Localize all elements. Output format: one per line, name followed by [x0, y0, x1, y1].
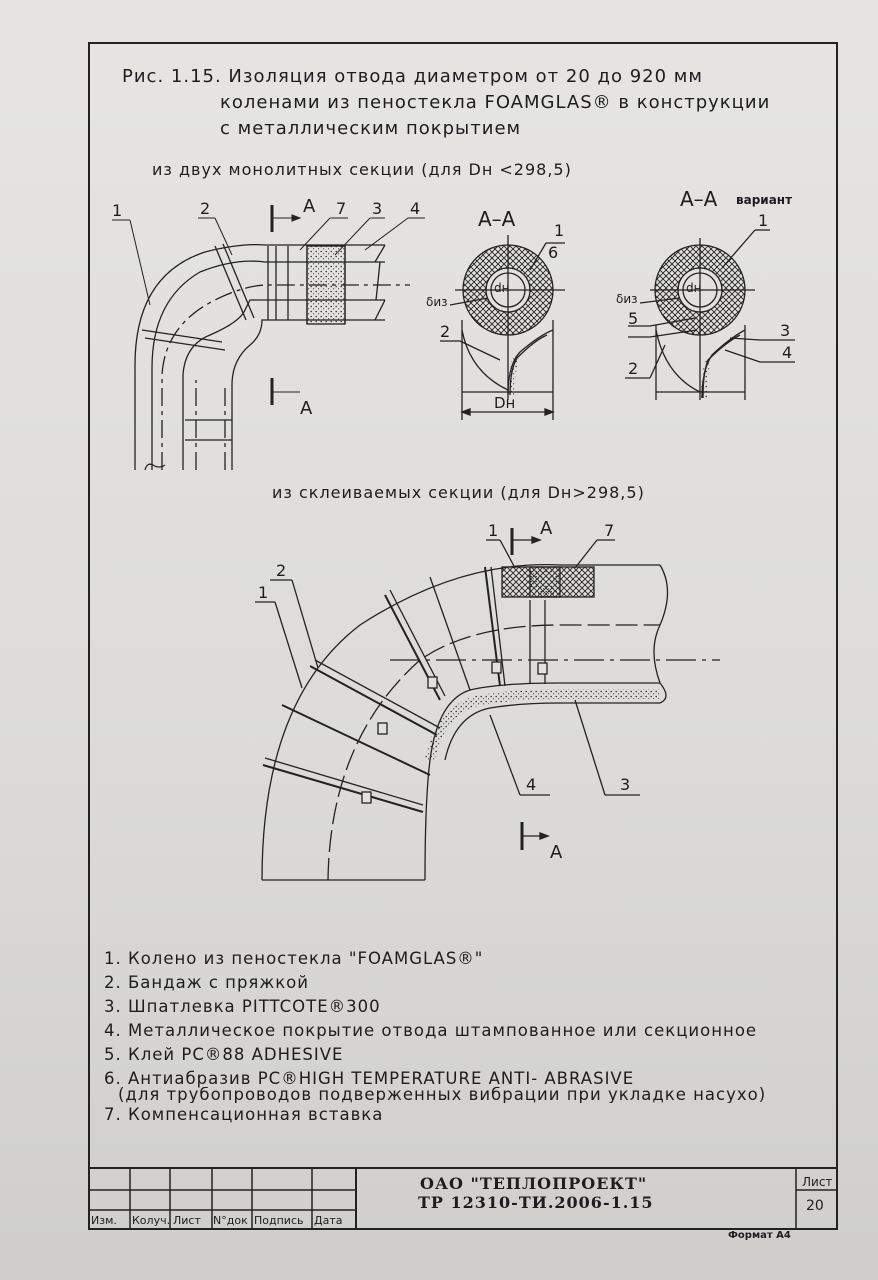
format-label: Формат А4	[728, 1230, 791, 1241]
callout-1: 1	[554, 221, 564, 240]
section-heading-glued: из склеиваемых секции (для Dн>298,5)	[272, 483, 645, 502]
section-aa-variant-label: A–A	[680, 187, 718, 211]
legend-item-6-note: (для трубопроводов подверженных вибрации…	[118, 1087, 767, 1103]
legend-item-6: 6. Антиабразив PC®HIGH TEMPERATURE ANTI-…	[104, 1069, 635, 1088]
callout-6: 6	[548, 243, 558, 262]
legend-item-3: 3. Шпатлевка PITTCOTE®300	[104, 997, 381, 1016]
section-heading-monolith: из двух монолитных секции (для Dн <298,5…	[152, 160, 572, 179]
callout-5: 5	[628, 309, 638, 328]
figure-caption: Рис. 1.15. Изоляция отвода диаметром от …	[122, 64, 770, 142]
legend-list: 1. Колено из пеностекла "FOAMGLAS®" 2. Б…	[104, 947, 839, 1127]
callout-4: 4	[782, 343, 792, 362]
cut-label-a: A	[303, 196, 316, 217]
col-data: Дата	[314, 1214, 343, 1227]
organization-name: ОАО "ТЕПЛОПРОЕКТ"	[420, 1174, 648, 1193]
legend-item-5: 5. Клей PC®88 ADHESIVE	[104, 1045, 344, 1064]
diz-label: δиз	[426, 295, 448, 309]
glued-elbow	[255, 528, 720, 881]
col-koluch: Колуч.	[132, 1214, 171, 1227]
section-aa-label: A–A	[478, 207, 516, 231]
callout-1: 1	[112, 201, 122, 220]
col-ndok: N°док	[213, 1214, 248, 1227]
monolith-elbow	[134, 243, 410, 471]
cut-label-a: A	[550, 842, 563, 863]
caption-line-1: Рис. 1.15. Изоляция отвода диаметром от …	[122, 66, 703, 87]
title-block-grid	[88, 1167, 838, 1230]
callout-3: 3	[372, 199, 382, 218]
drawing-frame	[88, 42, 838, 1230]
callout-7: 7	[604, 521, 614, 540]
callout-1: 1	[758, 211, 768, 230]
document-code: ТР 12310-ТИ.2006-1.15	[418, 1193, 654, 1212]
cut-label-a: A	[540, 518, 553, 539]
caption-line-2: коленами из пеностекла FOAMGLAS® в конст…	[220, 92, 771, 113]
col-list: Лист	[173, 1214, 201, 1227]
callout-2: 2	[440, 322, 450, 341]
dh-label: dн	[686, 281, 701, 295]
variant-label: вариант	[736, 193, 792, 207]
section-aa	[440, 235, 565, 420]
dh-label: dн	[494, 281, 509, 295]
diz-label: δиз	[616, 292, 638, 306]
section-aa-variant	[625, 229, 795, 400]
callout-7: 7	[336, 199, 346, 218]
sheet-number: 20	[806, 1198, 824, 1214]
legend-item-1: 1. Колено из пеностекла "FOAMGLAS®"	[104, 949, 484, 968]
legend-item-4: 4. Металлическое покрытие отвода штампов…	[104, 1021, 758, 1040]
col-podpis: Подпись	[254, 1214, 304, 1227]
legend-item-2: 2. Бандаж с пряжкой	[104, 973, 309, 992]
callout-4: 4	[526, 775, 536, 794]
callout-4: 4	[410, 199, 420, 218]
callout-3: 3	[620, 775, 630, 794]
callout-2: 2	[628, 359, 638, 378]
callout-1: 1	[258, 583, 268, 602]
cut-label-a: A	[300, 398, 313, 419]
col-izm: Изм.	[91, 1214, 117, 1227]
sheet-label: Лист	[802, 1175, 833, 1189]
dn-label: Dн	[494, 394, 515, 412]
caption-line-3: с металлическим покрытием	[220, 118, 522, 139]
callout-2: 2	[276, 561, 286, 580]
callout-3: 3	[780, 321, 790, 340]
legend-item-7: 7. Компенсационная вставка	[104, 1105, 384, 1124]
callout-1: 1	[488, 521, 498, 540]
callout-2: 2	[200, 199, 210, 218]
